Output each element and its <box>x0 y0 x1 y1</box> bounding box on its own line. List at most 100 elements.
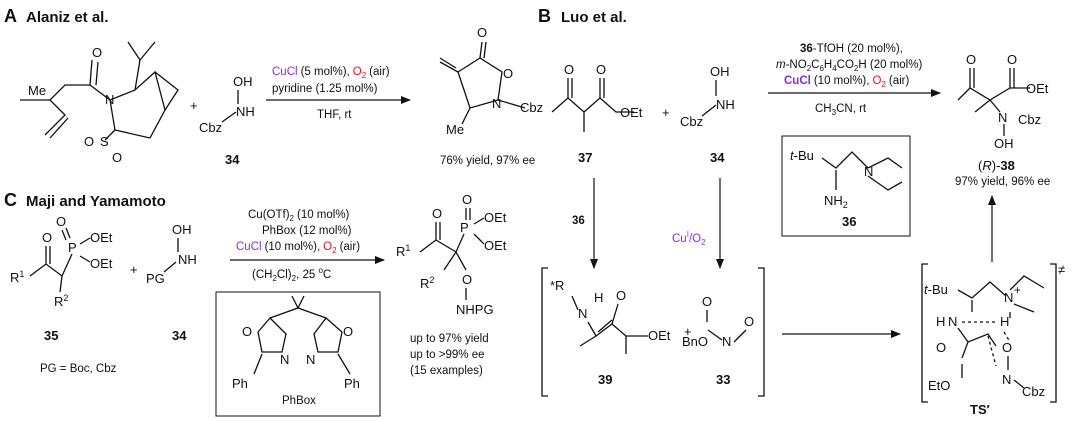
bracket-right <box>758 267 765 397</box>
panel-c-product: O P O OEt OEt R1 R2 O NHPG up to 97% yie… <box>396 192 507 377</box>
svg-text:R1: R1 <box>396 243 410 259</box>
box-n2: N <box>306 352 315 367</box>
c-prod-o2: O <box>462 272 472 287</box>
svg-text:TS′: TS′ <box>970 402 990 417</box>
b37-oet: OEt <box>620 105 643 120</box>
panel-a-product: O O N Me Cbz 76% yield, 97% ee <box>439 25 543 167</box>
a34-cbz: Cbz <box>199 120 222 135</box>
svg-text:R2: R2 <box>420 275 434 291</box>
sultam-o1: O <box>84 134 94 149</box>
ts-n1: N <box>1004 290 1013 305</box>
a-cucl: CuCl <box>272 66 298 78</box>
svg-text:CuI/O2: CuI/O2 <box>672 230 706 247</box>
c-prod-nhpg: NHPG <box>456 302 494 317</box>
b37-o2: O <box>596 62 606 77</box>
c-prod-oet1: OEt <box>484 210 507 225</box>
svg-text:CuCl(10 mol%),O2(air): CuCl(10 mol%),O2(air) <box>236 241 360 255</box>
c35-p: P <box>68 240 77 255</box>
a-prod-ring-o: O <box>503 66 513 81</box>
c-result2: up to >99% ee <box>410 349 485 361</box>
b38-cbz: Cbz <box>1018 112 1041 127</box>
c-result1: up to 97% yield <box>410 333 489 345</box>
sultam-me: Me <box>28 83 46 98</box>
ts-n2: N <box>948 314 957 329</box>
nitroso-33: O BnO N O 33 <box>682 294 754 387</box>
box-o1: O <box>242 324 252 339</box>
a34-nh: NH <box>236 104 255 119</box>
panel-a: A Alaniz et al. O Me N S O O + OH NH <box>4 6 543 167</box>
c34-oh: OH <box>172 222 192 237</box>
hydroxylamine-34-b: OH NH Cbz 34 <box>680 64 735 165</box>
int33-o1: O <box>702 294 712 309</box>
c-prod-o: O <box>432 206 442 221</box>
panel-a-title: Alaniz et al. <box>26 9 109 26</box>
ts-o2: O <box>936 340 946 355</box>
pg-definition: PG = Boc, Cbz <box>40 363 117 375</box>
transition-state: ≠ t-Bu N + H N H O O EtO N Cbz TS′ <box>921 262 1065 417</box>
c-result3: (15 examples) <box>410 365 483 377</box>
ts-plus: + <box>1014 285 1021 297</box>
b38-oet: OEt <box>1026 81 1049 96</box>
a34-oh: OH <box>233 74 253 89</box>
ts-o1: O <box>1002 340 1012 355</box>
ts-cbz: Cbz <box>1022 384 1045 399</box>
ketoester-37: O O OEt 37 <box>551 62 643 165</box>
b38-oh: OH <box>994 136 1014 151</box>
c35-o: O <box>42 230 52 245</box>
catalyst-36-box: t-Bu N NH2 36 <box>781 135 911 237</box>
a-prod-n: N <box>492 96 501 111</box>
panel-c-conditions: Cu(OTf)2(10 mol%) PhBox (12 mol%) CuCl(1… <box>230 209 385 283</box>
box-ph1: Ph <box>232 376 248 391</box>
a-solvent: THF, rt <box>317 109 352 121</box>
box-o2: O <box>343 324 353 339</box>
sultam-n: N <box>105 92 114 107</box>
b38-o2: O <box>1007 52 1017 67</box>
panel-b-plus2: + <box>684 324 692 339</box>
panel-c: C Maji and Yamamoto O P O OEt OEt R1 R2 … <box>4 190 507 417</box>
svg-text:CuCl(10 mol%),O2(air): CuCl(10 mol%),O2(air) <box>784 75 909 89</box>
int39-h: H <box>594 290 603 305</box>
svg-text:CH3CN, rt: CH3CN, rt <box>815 103 867 117</box>
box-ph2: Ph <box>344 376 360 391</box>
a-prod-o: O <box>477 25 487 40</box>
a-prod-me: Me <box>446 122 464 137</box>
b34-cbz: Cbz <box>680 114 703 129</box>
sultam-s: S <box>100 134 109 149</box>
a-result: 76% yield, 97% ee <box>440 155 535 167</box>
c-phbox-cond: PhBox (12 mol%) <box>262 225 352 237</box>
svg-text:CuCl(5 mol%),O2(air): CuCl(5 mol%),O2(air) <box>272 66 390 80</box>
panel-b-letter: B <box>538 6 551 26</box>
a34-label: 34 <box>225 152 240 167</box>
panel-c-title: Maji and Yamamoto <box>26 193 166 210</box>
product-38: O O OEt N Cbz OH (R)-38 97% yield, 96% e… <box>955 52 1050 188</box>
a-pyridine: pyridine (1.25 mol%) <box>272 83 378 95</box>
c34-label: 34 <box>172 328 187 343</box>
svg-text:(CH2Cl)2, 25 oC: (CH2Cl)2, 25 oC <box>252 266 331 283</box>
c-prod-p: P <box>460 220 469 235</box>
int33-bno: BnO <box>682 334 708 349</box>
int39-o: O <box>616 288 626 303</box>
c-prod-po: O <box>462 192 472 207</box>
panel-b: B Luo et al. O O OEt 37 + OH NH Cbz 34 3… <box>538 6 1065 417</box>
panel-b-title: Luo et al. <box>561 9 627 26</box>
int39-oet: OEt <box>648 328 671 343</box>
hydroxylamine-34-a: OH NH Cbz 34 <box>199 74 255 167</box>
svg-text:m-NO2C6H4CO2H (20 mol%): m-NO2C6H4CO2H (20 mol%) <box>776 59 922 73</box>
arrow1-label: 36 <box>572 215 585 227</box>
b34-nh: NH <box>716 97 735 112</box>
panel-a-plus: + <box>190 98 198 113</box>
panel-b-plus: + <box>662 105 670 120</box>
c35-label: 35 <box>44 328 58 343</box>
svg-text:t-Bu: t-Bu <box>790 148 814 163</box>
ts-eto: EtO <box>928 378 950 393</box>
b38-n: N <box>998 110 1007 125</box>
svg-text:R2: R2 <box>54 293 68 309</box>
int39-n: N <box>578 306 587 321</box>
c-prod-oet2: OEt <box>484 238 507 253</box>
svg-text:36-TfOH (20 mol%),: 36-TfOH (20 mol%), <box>800 43 903 55</box>
b34-oh: OH <box>710 64 730 79</box>
svg-text:R1: R1 <box>10 269 24 285</box>
c35-po: O <box>56 214 66 229</box>
